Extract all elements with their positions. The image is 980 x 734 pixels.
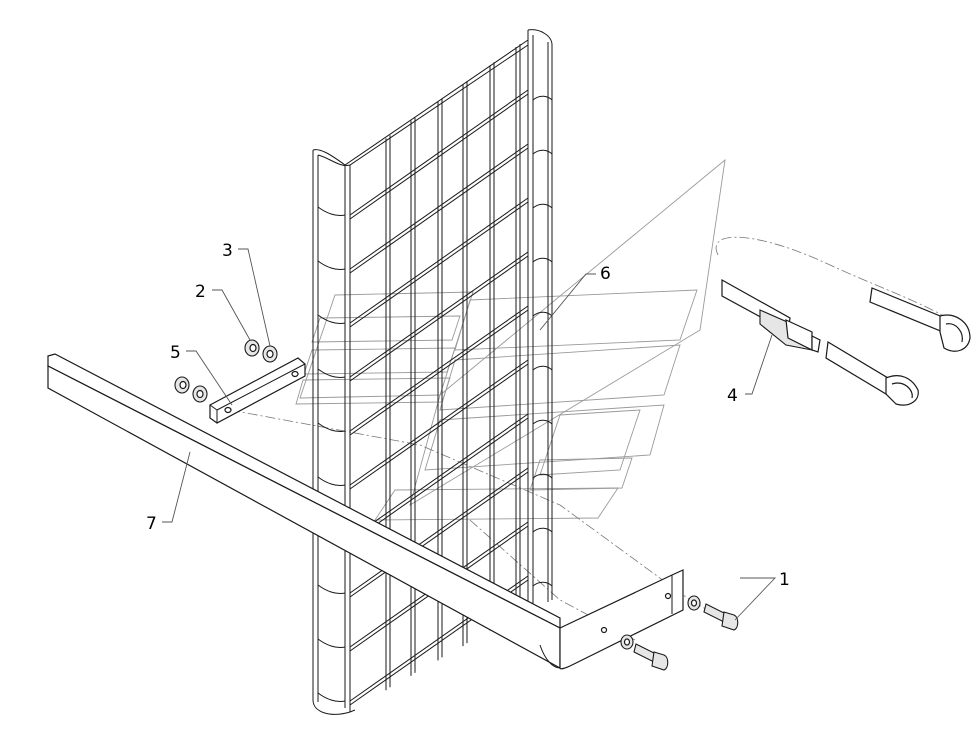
mesh-horizontal-wire bbox=[349, 359, 529, 486]
callout-5: 5 bbox=[170, 343, 181, 363]
mesh-side-wire bbox=[532, 257, 553, 263]
wire-mesh-guard bbox=[312, 29, 553, 715]
washer-lower bbox=[192, 385, 208, 403]
mesh-horizontal-wire bbox=[349, 305, 529, 432]
callout-7: 7 bbox=[146, 514, 157, 534]
mesh-side-wire bbox=[317, 368, 346, 378]
bolt-lower bbox=[620, 634, 669, 671]
mesh-side-wire bbox=[317, 584, 346, 594]
mesh-horizontal-wire bbox=[349, 147, 529, 274]
mesh-horizontal-wire bbox=[349, 309, 529, 436]
mesh-side-wire bbox=[532, 473, 553, 479]
support-bracket bbox=[47, 353, 684, 670]
mesh-horizontal-wire bbox=[349, 413, 529, 540]
mesh-side-wire bbox=[532, 527, 553, 533]
callout-2: 2 bbox=[195, 282, 206, 302]
leader-lines bbox=[162, 248, 777, 621]
washer-upper bbox=[262, 345, 278, 363]
nut-lower bbox=[174, 376, 190, 394]
mesh-side-wire bbox=[532, 419, 553, 425]
mesh-horizontal-wire bbox=[349, 363, 529, 490]
mesh-side-wire bbox=[317, 638, 346, 648]
mesh-side-wire bbox=[317, 260, 346, 270]
mesh-side-wire bbox=[532, 311, 553, 317]
mesh-horizontal-wire bbox=[349, 143, 529, 270]
mesh-horizontal-wire bbox=[349, 93, 529, 220]
assembly-lines bbox=[229, 236, 959, 641]
callout-6: 6 bbox=[600, 264, 611, 284]
nut-upper bbox=[244, 339, 260, 357]
mesh-horizontal-wire bbox=[349, 89, 529, 216]
callout-1: 1 bbox=[779, 570, 790, 590]
mesh-horizontal-wire bbox=[349, 255, 529, 382]
mesh-side-wire bbox=[317, 692, 346, 702]
mesh-horizontal-wire bbox=[349, 251, 529, 378]
mesh-side-wire bbox=[532, 203, 553, 209]
callout-labels: 1 2 3 4 5 6 7 bbox=[146, 241, 790, 590]
mesh-horizontal-wire bbox=[349, 471, 529, 598]
bolt-upper bbox=[687, 595, 739, 631]
mesh-side-wire bbox=[532, 581, 553, 587]
mesh-side-wire bbox=[317, 314, 346, 324]
mesh-side-wire bbox=[532, 365, 553, 371]
clamp-plate bbox=[209, 357, 306, 424]
callout-4: 4 bbox=[727, 386, 738, 406]
mesh-horizontal-wire bbox=[349, 417, 529, 544]
mesh-side-wire bbox=[317, 206, 346, 216]
mesh-side-wire bbox=[532, 95, 553, 101]
mesh-side-wire bbox=[317, 476, 346, 486]
strap-with-buckle bbox=[721, 278, 971, 406]
nuts-and-washers bbox=[174, 339, 278, 403]
mesh-horizontal-wire bbox=[349, 201, 529, 328]
watermark-logo bbox=[295, 158, 726, 521]
callout-3: 3 bbox=[222, 241, 233, 261]
mesh-horizontal-wire bbox=[349, 467, 529, 594]
bolts bbox=[620, 595, 739, 671]
mesh-side-wire bbox=[317, 422, 346, 432]
mesh-side-wire bbox=[532, 149, 553, 155]
mesh-horizontal-wire bbox=[349, 197, 529, 324]
